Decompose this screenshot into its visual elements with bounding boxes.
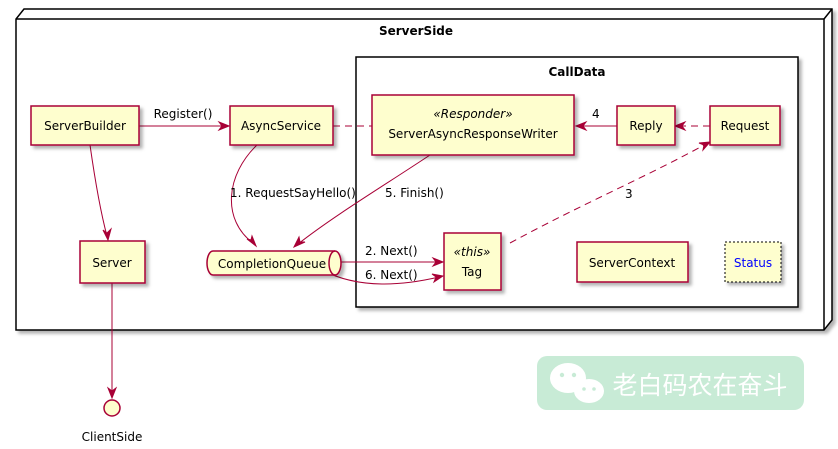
edge-label-finish: 5. Finish() (385, 186, 444, 200)
node-server-context: ServerContext (576, 241, 689, 283)
node-label: Tag (461, 265, 482, 279)
node-completion-queue: CompletionQueue (206, 250, 342, 276)
arrowhead (673, 120, 687, 132)
node-label: ClientSide (82, 430, 143, 444)
node-label: CompletionQueue (218, 257, 326, 271)
watermark-text: 老白码农在奋斗 (612, 371, 787, 400)
edge-tag-request (509, 143, 707, 244)
arrowhead (431, 256, 445, 268)
node-tag: «this» Tag (443, 232, 502, 291)
edge-label-3: 3 (625, 187, 633, 201)
edges: Register() 1. RequestSayHello() 5. Finis… (89, 107, 712, 400)
arrowhead (698, 141, 712, 152)
wechat-icon (550, 363, 604, 403)
node-label: ServerBuilder (44, 119, 126, 133)
node-client-side: ClientSide (82, 399, 143, 444)
edge-label-4: 4 (592, 107, 600, 121)
arrowhead (106, 386, 118, 400)
edge-label-next-6: 6. Next() (365, 268, 418, 282)
arrowhead (246, 234, 258, 248)
serverside-title: ServerSide (379, 24, 453, 38)
arrowhead (431, 273, 445, 284)
node-label: AsyncService (241, 119, 321, 133)
node-stereotype: «this» (454, 245, 491, 259)
node-server-builder: ServerBuilder (30, 105, 140, 146)
node-stereotype: «Responder» (433, 107, 512, 121)
node-server-async-response-writer: «Responder» ServerAsyncResponseWriter (371, 94, 575, 156)
edge-builder-server (89, 144, 108, 237)
arrowhead (102, 227, 112, 242)
node-reply: Reply (616, 105, 676, 146)
node-label: Reply (629, 119, 662, 133)
calldata-title: CallData (548, 65, 605, 79)
edge-label-request-say-hello: 1. RequestSayHello() (230, 186, 356, 200)
watermark: 老白码农在奋斗 (537, 356, 804, 410)
node-label: ServerContext (589, 256, 676, 270)
edge-label-next-2: 2. Next() (365, 244, 418, 258)
edge-label-register: Register() (154, 107, 213, 121)
edge-request-say-hello (231, 143, 259, 244)
node-label: Request (721, 119, 770, 133)
node-async-service: AsyncService (229, 105, 334, 146)
node-label: Status (734, 256, 772, 270)
edge-finish (297, 154, 431, 245)
node-label: Server (92, 256, 131, 270)
arrowhead (292, 235, 306, 249)
node-label: ServerAsyncResponseWriter (388, 127, 557, 141)
node-status: Status (724, 241, 782, 283)
node-request: Request (709, 105, 781, 146)
arrowhead (217, 120, 231, 132)
arrowhead (574, 120, 588, 132)
node-server: Server (79, 240, 146, 284)
